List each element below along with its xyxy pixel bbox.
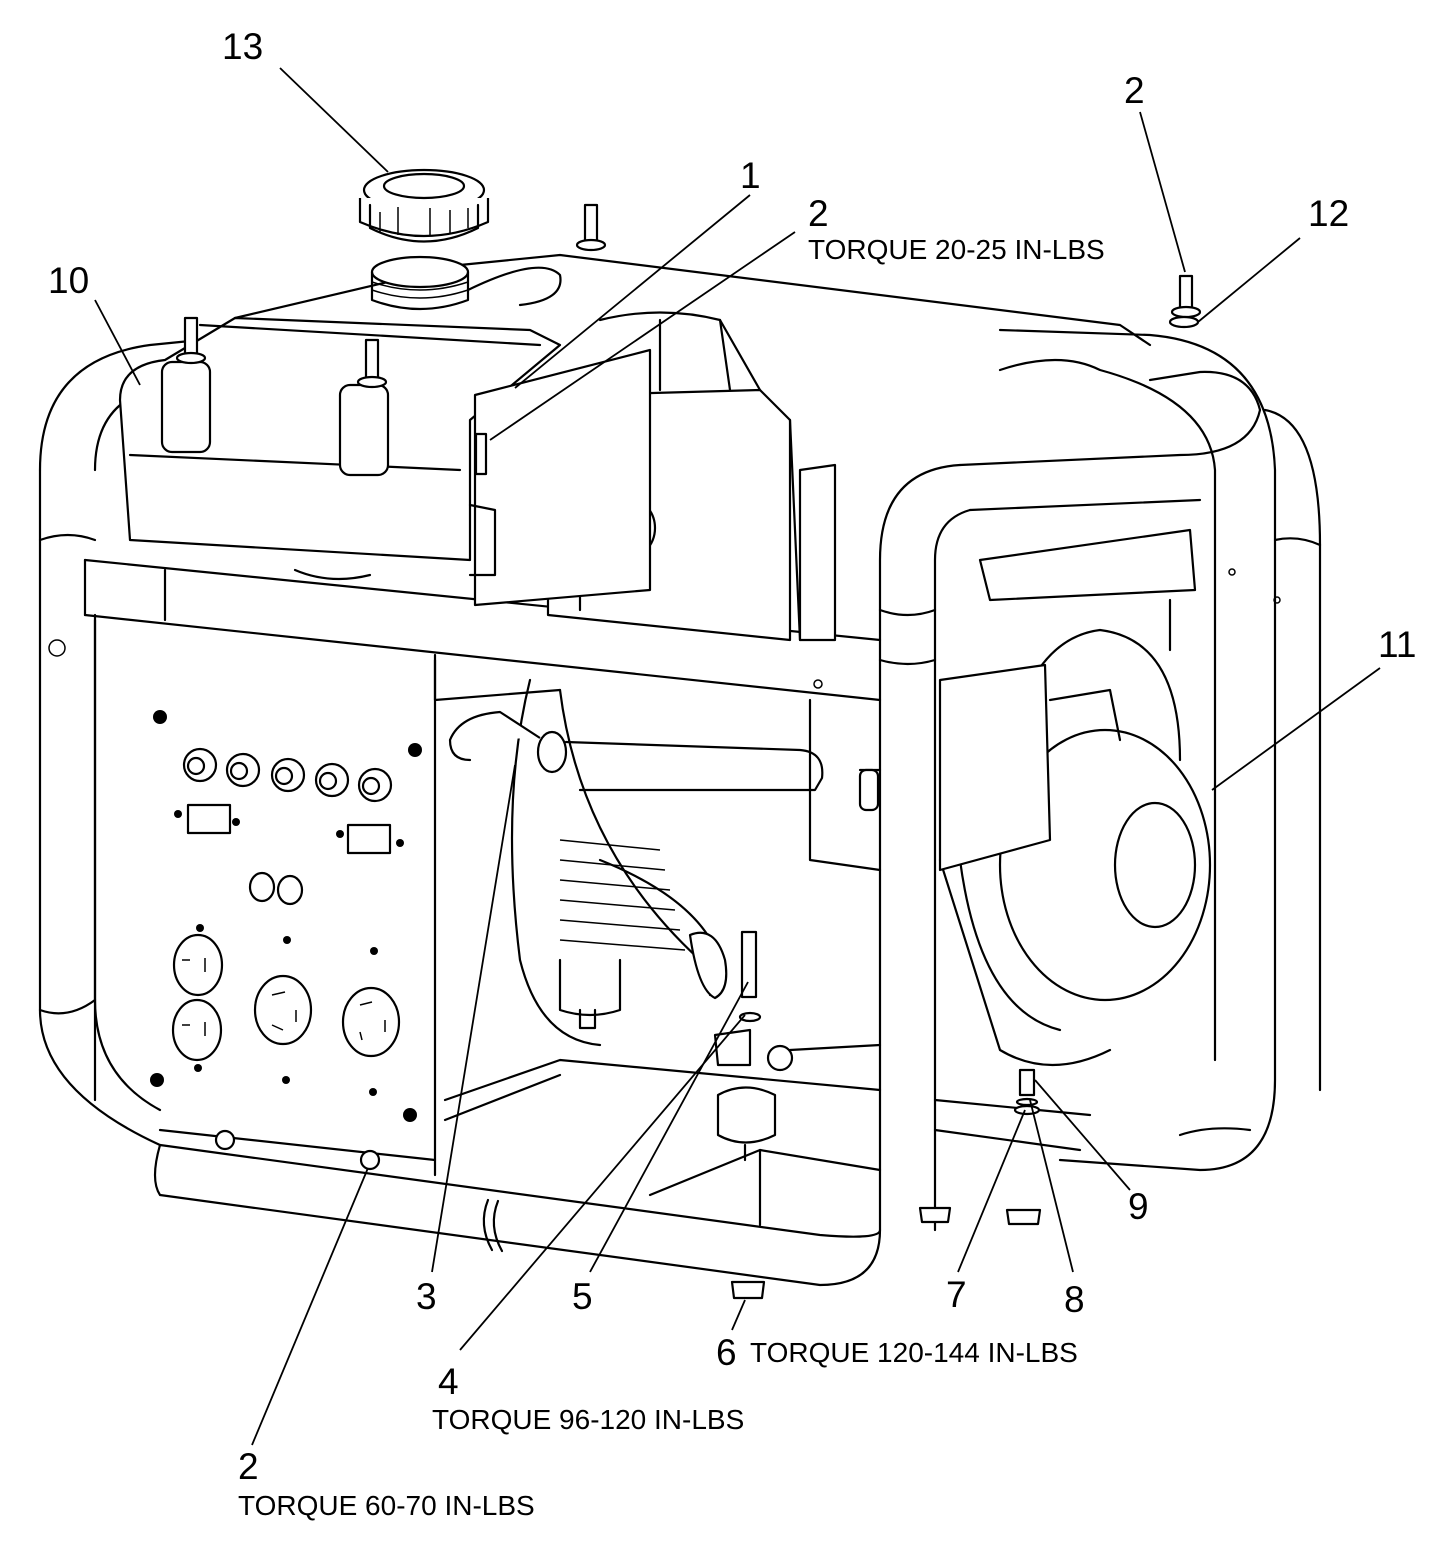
torque-note-2a: TORQUE 20-25 IN-LBS	[808, 234, 1105, 265]
callout-1: 1	[740, 155, 761, 196]
leader-4	[459, 1014, 746, 1351]
callout-4: 4	[438, 1361, 459, 1402]
leader-9	[1034, 1079, 1131, 1191]
torque-note-4: TORQUE 96-120 IN-LBS	[432, 1404, 745, 1435]
leader-10	[94, 299, 141, 386]
frame-right-loop	[998, 328, 1322, 1172]
callout-9: 9	[1128, 1186, 1149, 1227]
leader-7	[957, 1109, 1026, 1273]
leader-2a	[489, 231, 796, 441]
leader-11	[1211, 667, 1381, 791]
circuit-breakers	[182, 747, 393, 803]
torque-note-6: TORQUE 120-144 IN-LBS	[750, 1337, 1078, 1368]
leader-5	[589, 981, 749, 1273]
callout-6: 6	[716, 1332, 737, 1373]
flange-nuts	[730, 1206, 1042, 1300]
fuel-tank	[118, 253, 1152, 581]
alternator	[938, 528, 1281, 1066]
leader-12	[1197, 237, 1301, 323]
leader-2c	[251, 1167, 369, 1446]
callout-2c: 2	[238, 1446, 259, 1487]
fuel-cap	[358, 168, 490, 243]
base-plate	[443, 930, 1092, 1227]
callout-10: 10	[48, 260, 90, 301]
top-bolts	[175, 203, 1202, 476]
leader-lines	[94, 67, 1381, 1446]
frame-front-handle	[153, 370, 1262, 1287]
callout-8: 8	[1064, 1279, 1085, 1320]
leader-8	[1029, 1099, 1074, 1273]
control-panel	[93, 613, 437, 1177]
receptacles	[171, 933, 401, 1062]
callout-13: 13	[222, 26, 264, 67]
callout-12: 12	[1308, 193, 1350, 234]
callout-3: 3	[416, 1276, 437, 1317]
leader-13	[279, 67, 389, 173]
bracket	[468, 348, 652, 607]
leader-3	[431, 764, 516, 1273]
callout-11: 11	[1378, 624, 1417, 665]
torque-note-2c: TORQUE 60-70 IN-LBS	[238, 1490, 535, 1521]
leader-1	[514, 194, 751, 389]
callout-7: 7	[946, 1274, 967, 1315]
engine-crankcase	[433, 658, 882, 1047]
leader-2b	[1139, 111, 1186, 273]
callout-2a: 2	[808, 193, 829, 234]
callout-2b: 2	[1124, 70, 1145, 111]
leader-6	[731, 1299, 746, 1331]
callout-5: 5	[572, 1276, 593, 1317]
